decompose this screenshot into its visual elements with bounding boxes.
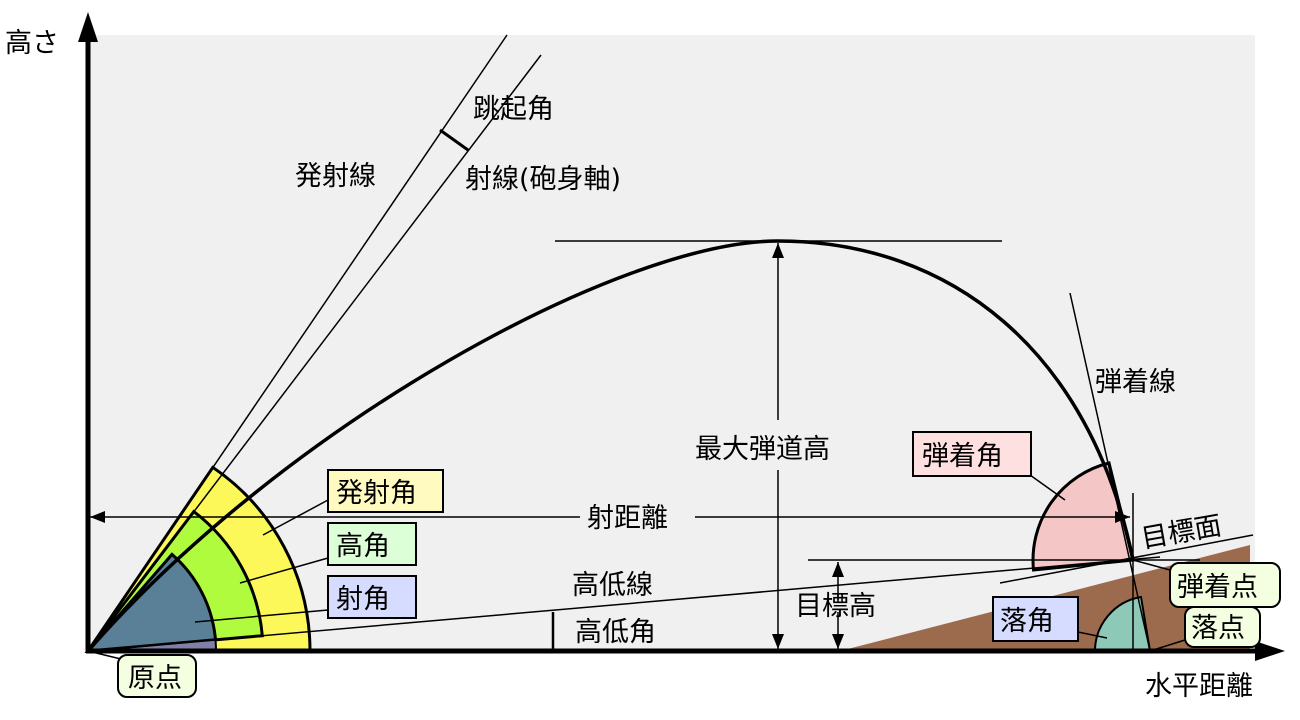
svg-text:射角: 射角	[336, 584, 390, 615]
y-axis-label: 高さ	[5, 28, 59, 59]
jump-angle-label: 跳起角	[473, 94, 554, 125]
svg-text:高角: 高角	[336, 531, 390, 562]
fall-angle-sector	[1093, 595, 1152, 652]
y-axis-arrow	[78, 12, 98, 42]
launch-angle-box: 発射角	[327, 469, 444, 513]
angle-of-site-label: 高低角	[575, 617, 656, 648]
firing-angle-box: 射角	[327, 575, 417, 619]
svg-text:弾着角: 弾着角	[922, 441, 1003, 472]
svg-text:原点: 原点	[128, 663, 182, 694]
x-axis-label: 水平距離	[1145, 671, 1253, 702]
target-height-label: 目標高	[795, 591, 876, 622]
launch-line	[87, 34, 508, 652]
line-of-impact	[1069, 292, 1151, 652]
impact-angle-box: 弾着角	[912, 431, 1032, 477]
axes	[78, 12, 1285, 661]
svg-text:落点: 落点	[1191, 613, 1245, 644]
range-label: 射距離	[587, 503, 668, 534]
line-of-site	[87, 556, 1161, 652]
target-surface-line	[999, 534, 1254, 584]
line-of-site-label: 高低線	[572, 570, 653, 601]
line-of-fire-label: 射線(砲身軸)	[465, 164, 621, 195]
launch-line-label: 発射線	[295, 161, 376, 192]
origin-box: 原点	[117, 654, 197, 698]
x-axis-arrow	[1255, 641, 1285, 661]
svg-text:弾着点: 弾着点	[1177, 572, 1258, 603]
line-of-impact-label: 弾着線	[1095, 367, 1176, 398]
impact-point-box: 弾着点	[1169, 562, 1281, 608]
fall-point-box: 落点	[1184, 606, 1261, 648]
firing-angle-sector	[84, 552, 218, 653]
svg-text:発射角: 発射角	[336, 478, 417, 509]
origin-angle-sectors	[84, 465, 312, 653]
max-ordinate-label: 最大弾道高	[695, 434, 830, 465]
trajectory-curve	[86, 239, 1135, 653]
elevation-angle-box: 高角	[327, 522, 417, 566]
svg-text:落角: 落角	[1000, 606, 1054, 637]
jump-angle-tick	[439, 128, 469, 152]
fall-angle-box: 落角	[992, 596, 1079, 642]
line-of-fire	[87, 54, 542, 652]
